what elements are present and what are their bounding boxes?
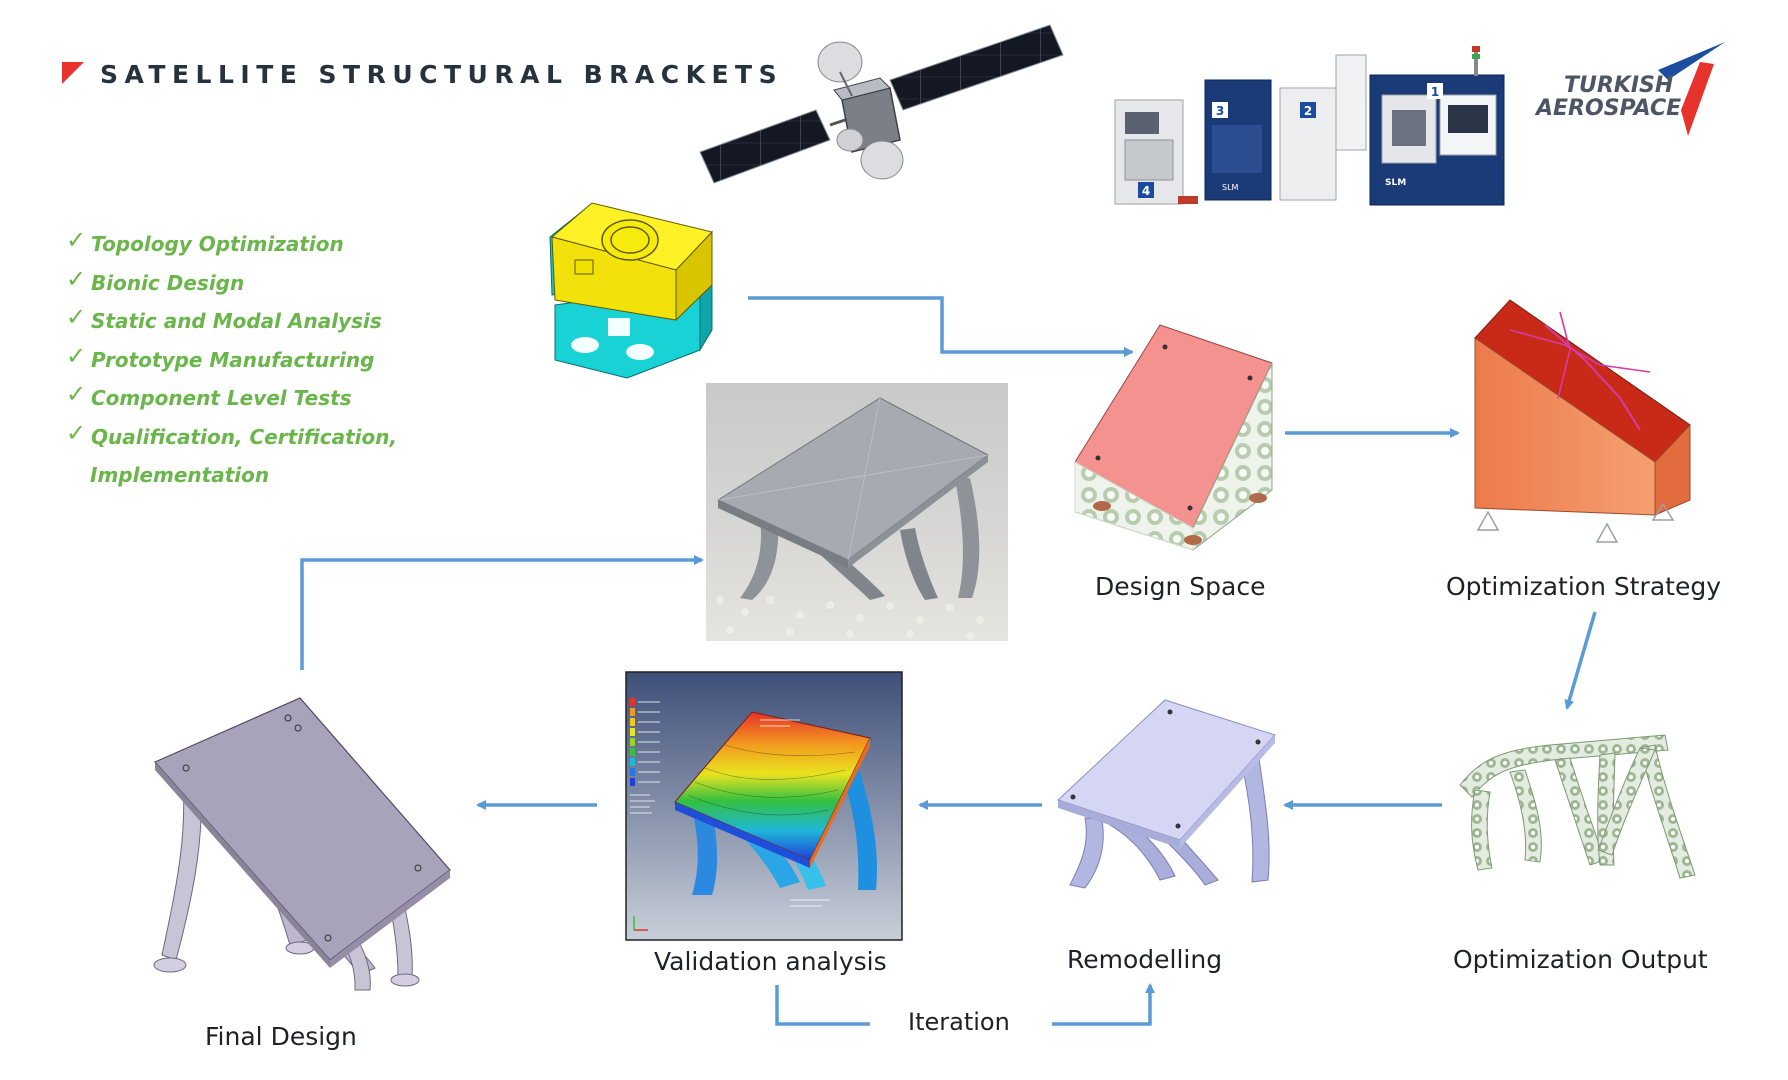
turkish-aerospace-logo: [1658, 42, 1725, 136]
arrow-final-to-prototype: [300, 555, 704, 670]
optimization-output-model: [1459, 734, 1696, 879]
arrow-bracket-to-design-space: [748, 296, 1134, 357]
label-remodelling: Remodelling: [1067, 945, 1223, 974]
check-icon: ✓: [66, 226, 87, 254]
machine-brand-label: SLM: [1385, 178, 1406, 188]
machine-brand-label: SLM: [1222, 183, 1239, 192]
iteration-loop-left: [775, 985, 870, 1026]
flow-arrows: [300, 296, 1597, 1026]
final-design-model: [153, 697, 451, 991]
check-icon: ✓: [66, 418, 87, 447]
slm-machines-illustration: 4 3 SLM 2 1 SLM: [1114, 46, 1505, 206]
satellite-bracket-cad-model: [549, 202, 713, 379]
satellite-illustration: [699, 24, 1064, 184]
label-optimization-strategy: Optimization Strategy: [1446, 572, 1721, 601]
label-validation-analysis: Validation analysis: [654, 947, 887, 976]
fea-color-legend: [630, 698, 660, 786]
iteration-loop-right: [1052, 983, 1155, 1026]
label-final-design: Final Design: [205, 1022, 357, 1051]
check-icon: ✓: [66, 341, 87, 370]
check-icon: ✓: [66, 380, 87, 408]
optimization-strategy-model: [1474, 299, 1691, 543]
page-title: SATELLITE STRUCTURAL BRACKETS: [100, 60, 784, 89]
remodelling-model: [1057, 699, 1276, 889]
check-icon: ✓: [66, 303, 87, 331]
printed-prototype-photo: [706, 383, 1008, 641]
machine-number-3: 3: [1216, 104, 1224, 118]
company-logo: TURKISH AEROSPACE: [1528, 40, 1728, 140]
title-flag-icon: [62, 62, 84, 84]
check-icon: ✓: [66, 264, 87, 293]
design-space-model: [1074, 324, 1273, 552]
validation-analysis-fea-plot: [625, 671, 903, 941]
label-design-space: Design Space: [1095, 572, 1266, 601]
label-iteration: Iteration: [908, 1008, 1010, 1036]
machine-number-4: 4: [1142, 184, 1150, 198]
arrow-strategy-to-output: [1564, 611, 1597, 710]
logo-text-line1: TURKISH: [1564, 73, 1674, 98]
machine-number-1: 1: [1431, 85, 1439, 99]
label-optimization-output: Optimization Output: [1453, 945, 1708, 974]
logo-text-line2: AEROSPACE: [1536, 96, 1682, 121]
machine-number-2: 2: [1304, 104, 1312, 118]
